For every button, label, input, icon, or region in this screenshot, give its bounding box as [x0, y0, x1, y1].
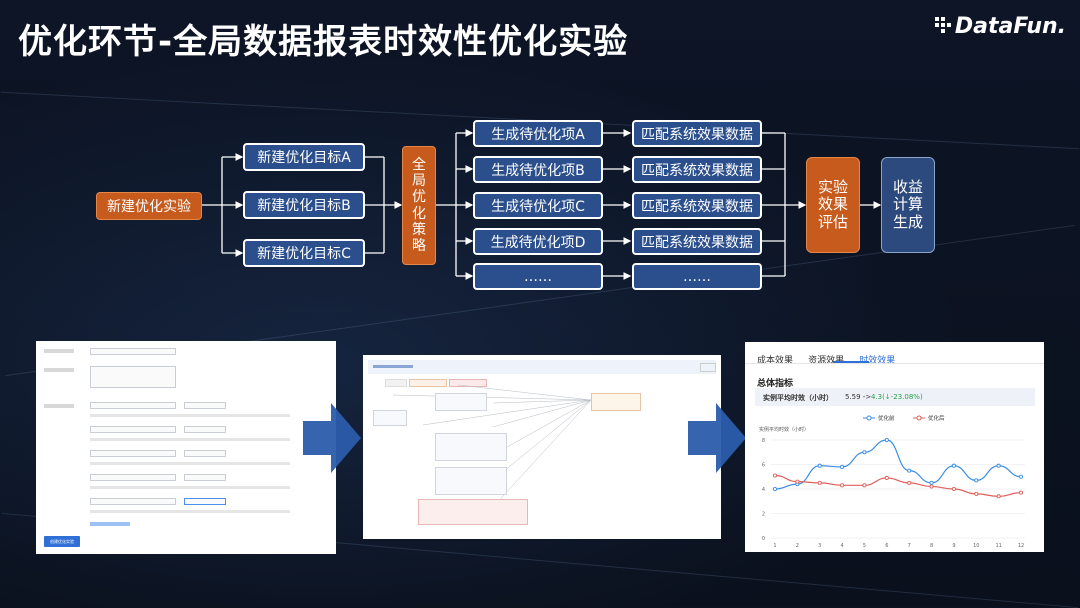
data-point — [772, 486, 778, 492]
data-point — [884, 475, 889, 481]
data-point — [840, 483, 845, 488]
x-tick-label: 4 — [840, 543, 843, 549]
item-node-b: 生成待优化项B — [473, 156, 603, 183]
data-point — [795, 479, 800, 484]
data-point — [862, 483, 867, 488]
x-tick-label: 6 — [885, 543, 888, 549]
series-line — [774, 474, 1022, 497]
strategy-graph-screenshot — [363, 355, 721, 539]
y-tick-label: 4 — [762, 487, 765, 493]
data-point — [817, 480, 822, 485]
data-point — [974, 491, 979, 496]
legend-label: 优化前 — [878, 414, 895, 422]
x-tick-label: 3 — [818, 543, 821, 549]
x-tick-label: 7 — [908, 543, 911, 549]
logo-text: DataFun. — [954, 14, 1066, 39]
create-experiment-button: 创建优化实验 — [44, 536, 80, 547]
data-point — [974, 478, 979, 483]
metric-new-value: 4.3(↓-23.08%) — [871, 393, 923, 401]
evaluate-node: 实验效果评估 — [806, 157, 860, 253]
data-point — [1018, 490, 1024, 495]
metric-value: 5.59 -> — [845, 393, 872, 401]
data-point — [840, 464, 845, 469]
y-tick-label: 0 — [762, 536, 765, 542]
y-axis-label: 实例平均时效（小时） — [759, 427, 810, 433]
data-point — [884, 437, 889, 443]
data-point — [996, 463, 1001, 468]
y-tick-label: 2 — [762, 512, 765, 518]
data-point — [996, 494, 1001, 499]
x-tick-label: 9 — [952, 543, 955, 549]
data-point — [951, 486, 956, 492]
tab-resource: 资源效果 — [808, 356, 845, 366]
target-node-b: 新建优化目标B — [243, 191, 365, 219]
tab-timeliness: 时效效果 — [859, 356, 896, 366]
x-tick-label: 10 — [973, 543, 979, 549]
right-arrow-icon — [303, 403, 361, 473]
target-node-c: 新建优化目标C — [243, 239, 365, 267]
data-point — [951, 463, 956, 468]
item-node-more: …… — [473, 263, 603, 290]
legend-marker — [916, 415, 922, 421]
legend-label: 优化后 — [928, 414, 945, 422]
experiment-form-screenshot: 创建优化实验 — [36, 341, 336, 554]
global-strategy-node: 全局优 化策略 — [402, 146, 436, 265]
data-point — [907, 480, 912, 485]
datafun-logo: DataFun. — [934, 14, 1066, 39]
x-tick-label: 12 — [1018, 543, 1024, 549]
y-tick-label: 8 — [762, 438, 765, 444]
y-tick-label: 6 — [762, 463, 765, 469]
legend-marker — [866, 415, 872, 421]
start-experiment-node: 新建优化实验 — [96, 192, 202, 220]
chart-tabs: 成本效果 资源效果 时效效果 — [757, 348, 905, 367]
target-node-a: 新建优化目标A — [243, 143, 365, 171]
data-point — [1018, 474, 1024, 479]
logo-mark-icon — [934, 17, 951, 33]
series-line — [774, 439, 1022, 490]
section-title: 总体指标 — [757, 379, 794, 389]
item-node-c: 生成待优化项C — [473, 192, 603, 219]
x-tick-label: 8 — [930, 543, 933, 549]
match-node-a: 匹配系统效果数据 — [632, 120, 762, 147]
match-node-b: 匹配系统效果数据 — [632, 156, 762, 183]
match-node-c: 匹配系统效果数据 — [632, 192, 762, 219]
data-point — [817, 463, 822, 468]
right-arrow-icon — [688, 403, 746, 473]
match-node-d: 匹配系统效果数据 — [632, 228, 762, 255]
match-node-more: …… — [632, 263, 762, 290]
data-point — [929, 480, 934, 485]
x-tick-label: 5 — [863, 543, 866, 549]
item-node-d: 生成待优化项D — [473, 228, 603, 255]
x-tick-label: 1 — [773, 543, 776, 549]
slide-title: 优化环节-全局数据报表时效性优化实验 — [18, 22, 629, 62]
data-point — [772, 473, 778, 478]
data-point — [907, 468, 912, 473]
tab-cost: 成本效果 — [757, 356, 794, 366]
item-node-a: 生成待优化项A — [473, 120, 603, 147]
revenue-node: 收益计算生成 — [881, 157, 935, 253]
x-tick-label: 2 — [796, 543, 799, 549]
timeliness-chart-screenshot: 成本效果 资源效果 时效效果 总体指标 实例平均时效（小时） 5.59 -> 4… — [745, 342, 1044, 552]
x-tick-label: 11 — [995, 543, 1001, 549]
graph-edges — [392, 384, 592, 508]
metric-label: 实例平均时效（小时） — [763, 394, 833, 402]
data-point — [862, 450, 867, 455]
data-point — [929, 484, 934, 489]
